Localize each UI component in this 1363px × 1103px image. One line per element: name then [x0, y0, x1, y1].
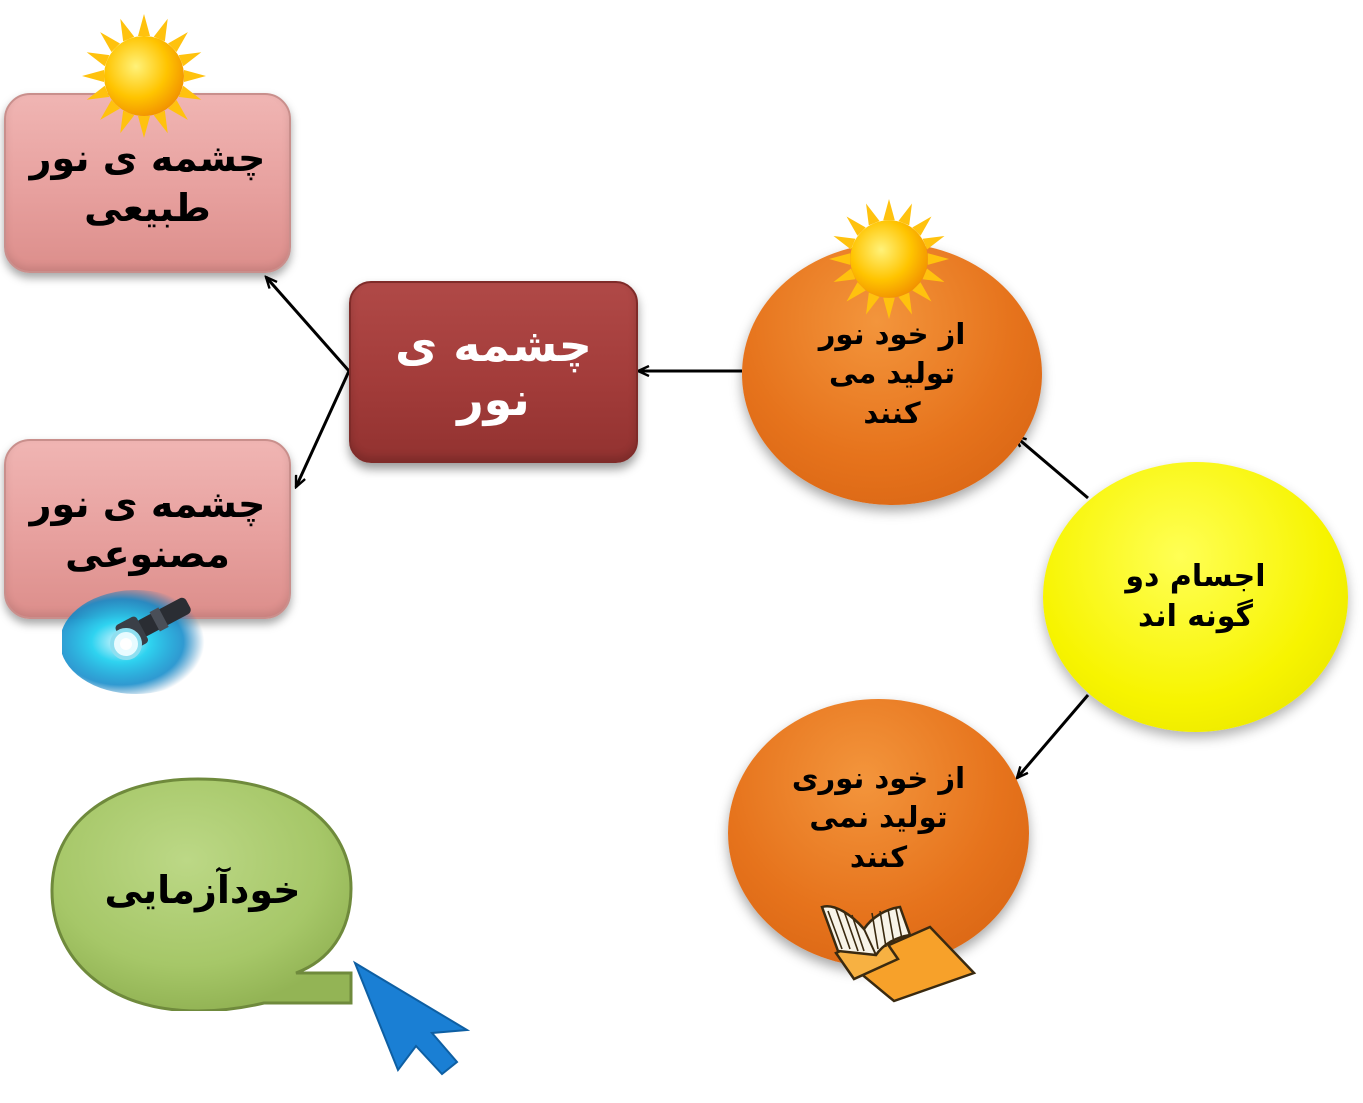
sun-icon — [82, 14, 206, 138]
flashlight-icon — [62, 590, 212, 694]
arrow-root-to-non-luminous — [1017, 694, 1090, 778]
cursor-arrow-icon[interactable] — [352, 960, 470, 1078]
sun-icon — [828, 198, 950, 320]
root-objects-circle: اجسام دو گونه اند — [1043, 462, 1348, 732]
root-objects-label: اجسام دو گونه اند — [1125, 558, 1266, 635]
self-test-bubble[interactable] — [48, 776, 358, 1011]
artificial-light-source-label: چشمه ی نور مصنوعی — [29, 481, 266, 576]
artificial-light-source-box: چشمه ی نور مصنوعی — [4, 439, 291, 619]
arrow-light-source-to-natural — [266, 277, 351, 372]
self-test-label[interactable]: خودآزمایی — [104, 868, 301, 912]
book-icon — [820, 904, 977, 1003]
light-source-box: چشمه ی نور — [349, 281, 638, 463]
arrow-root-to-self-luminous — [1015, 436, 1089, 500]
arrow-light-source-to-artificial — [294, 370, 351, 487]
self-luminous-label: از خود نور تولید می کنند — [818, 317, 966, 430]
non-luminous-label: از خود نوری تولید نمی کنند — [791, 761, 966, 874]
light-source-label: چشمه ی نور — [395, 318, 592, 426]
natural-light-source-label: چشمه ی نور طبیعی — [29, 135, 266, 230]
